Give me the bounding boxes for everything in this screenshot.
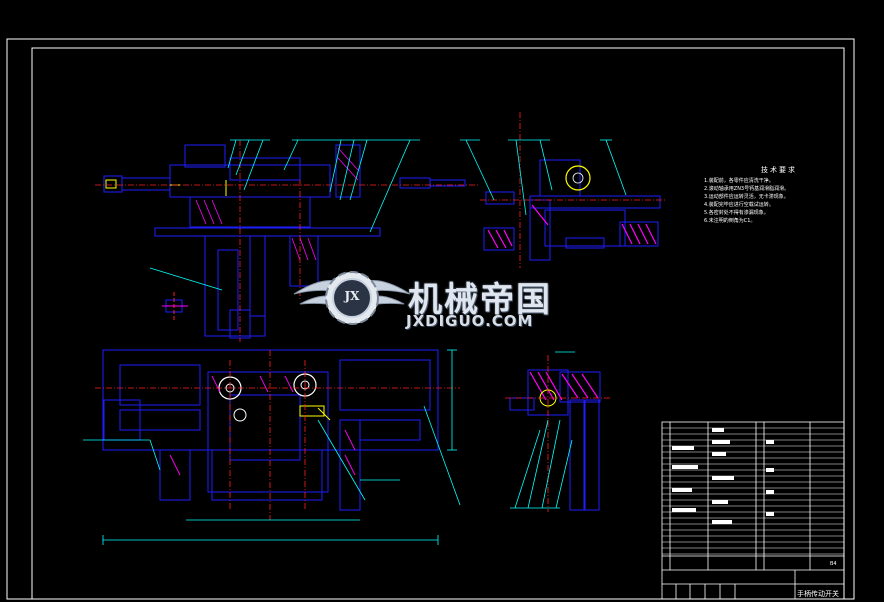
watermark-brand-en: JXDIGUO.COM bbox=[406, 312, 534, 330]
watermark: JX 机械帝国 JXDIGUO.COM bbox=[296, 262, 596, 332]
drawing-mark: B4 bbox=[830, 561, 837, 567]
tech-req-item: 6.未注明的倒角为C1。 bbox=[704, 218, 756, 224]
partial-section-view bbox=[505, 351, 610, 512]
watermark-logo-letters: JX bbox=[344, 289, 360, 303]
tech-req-item: 1.装配前，各零件应清洗干净。 bbox=[704, 178, 774, 184]
technical-requirements: 技术要求 1.装配前，各零件应清洗干净。 2.滚动轴承用ZN3号钙基润滑脂润滑。… bbox=[704, 166, 854, 225]
inner-frame bbox=[31, 47, 845, 600]
side-section-view bbox=[460, 112, 665, 268]
worm-gear bbox=[565, 165, 591, 191]
tech-req-item: 3.运动部件应运转灵活，无卡滞现象。 bbox=[704, 194, 789, 200]
main-front-view bbox=[95, 139, 480, 342]
tech-req-title: 技术要求 bbox=[761, 166, 797, 174]
tech-req-item: 5.各密封处不得有渗漏现象。 bbox=[704, 210, 769, 216]
tech-req-item: 4.装配完毕应进行空载试运转。 bbox=[704, 202, 774, 208]
detail-small-left bbox=[162, 292, 188, 322]
top-view bbox=[83, 349, 461, 545]
watermark-logo bbox=[293, 271, 411, 325]
tech-req-item: 2.滚动轴承用ZN3号钙基润滑脂润滑。 bbox=[704, 186, 790, 192]
watermark-brand-cn: 机械帝国 bbox=[408, 280, 552, 320]
drawing-name: 手柄传动开关 bbox=[797, 590, 839, 598]
